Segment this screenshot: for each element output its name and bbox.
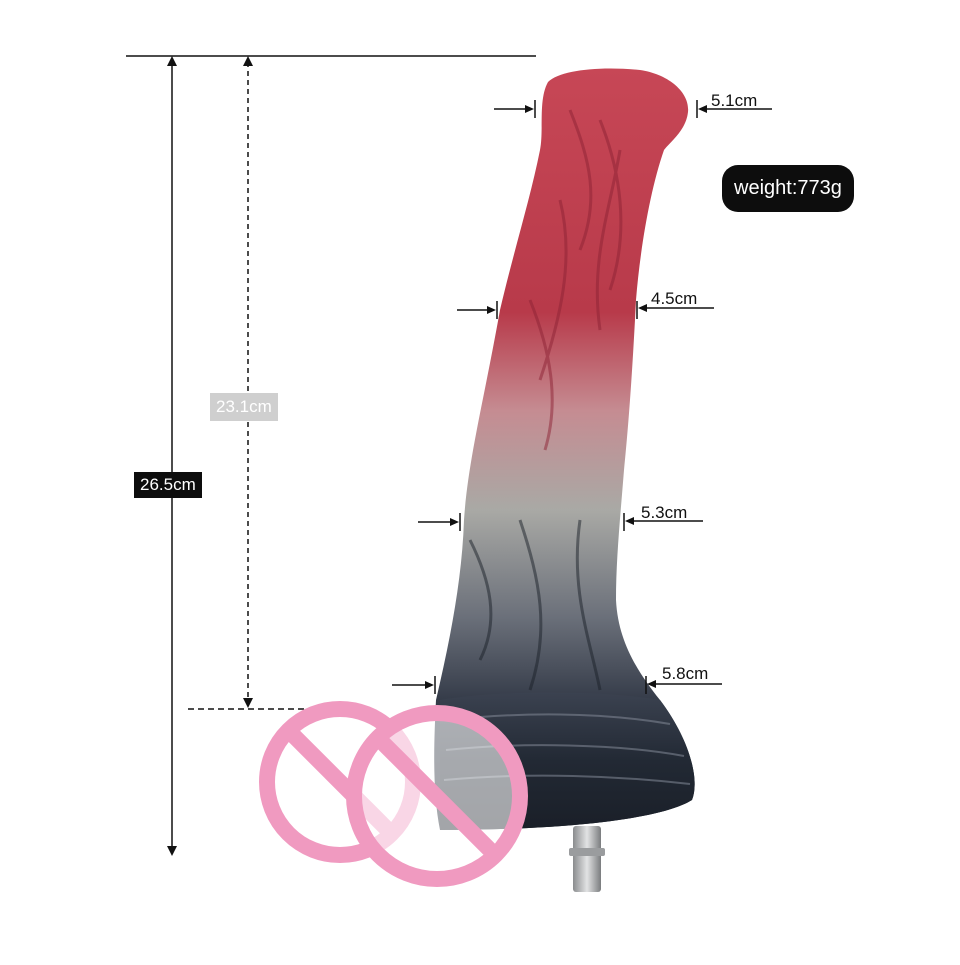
- insertable-length-arrow: [188, 56, 310, 710]
- total-length-label: 26.5cm: [134, 472, 202, 498]
- tip-diameter-marker: [494, 100, 772, 118]
- base-diameter-marker: [392, 676, 722, 694]
- middle-diameter-marker: [418, 513, 703, 531]
- product-body: [434, 68, 695, 892]
- insertable-length-label: 23.1cm: [210, 393, 278, 421]
- upper-diameter-label: 4.5cm: [651, 289, 698, 308]
- weight-badge: weight:773g: [722, 165, 854, 212]
- metal-connector: [573, 826, 601, 892]
- base-diameter-label: 5.8cm: [662, 664, 709, 683]
- total-length-arrow: [167, 56, 177, 856]
- tip-diameter-label: 5.1cm: [711, 91, 758, 110]
- upper-diameter-marker: [457, 301, 714, 319]
- censor-icon: [259, 701, 528, 887]
- middle-diameter-label: 5.3cm: [641, 503, 688, 522]
